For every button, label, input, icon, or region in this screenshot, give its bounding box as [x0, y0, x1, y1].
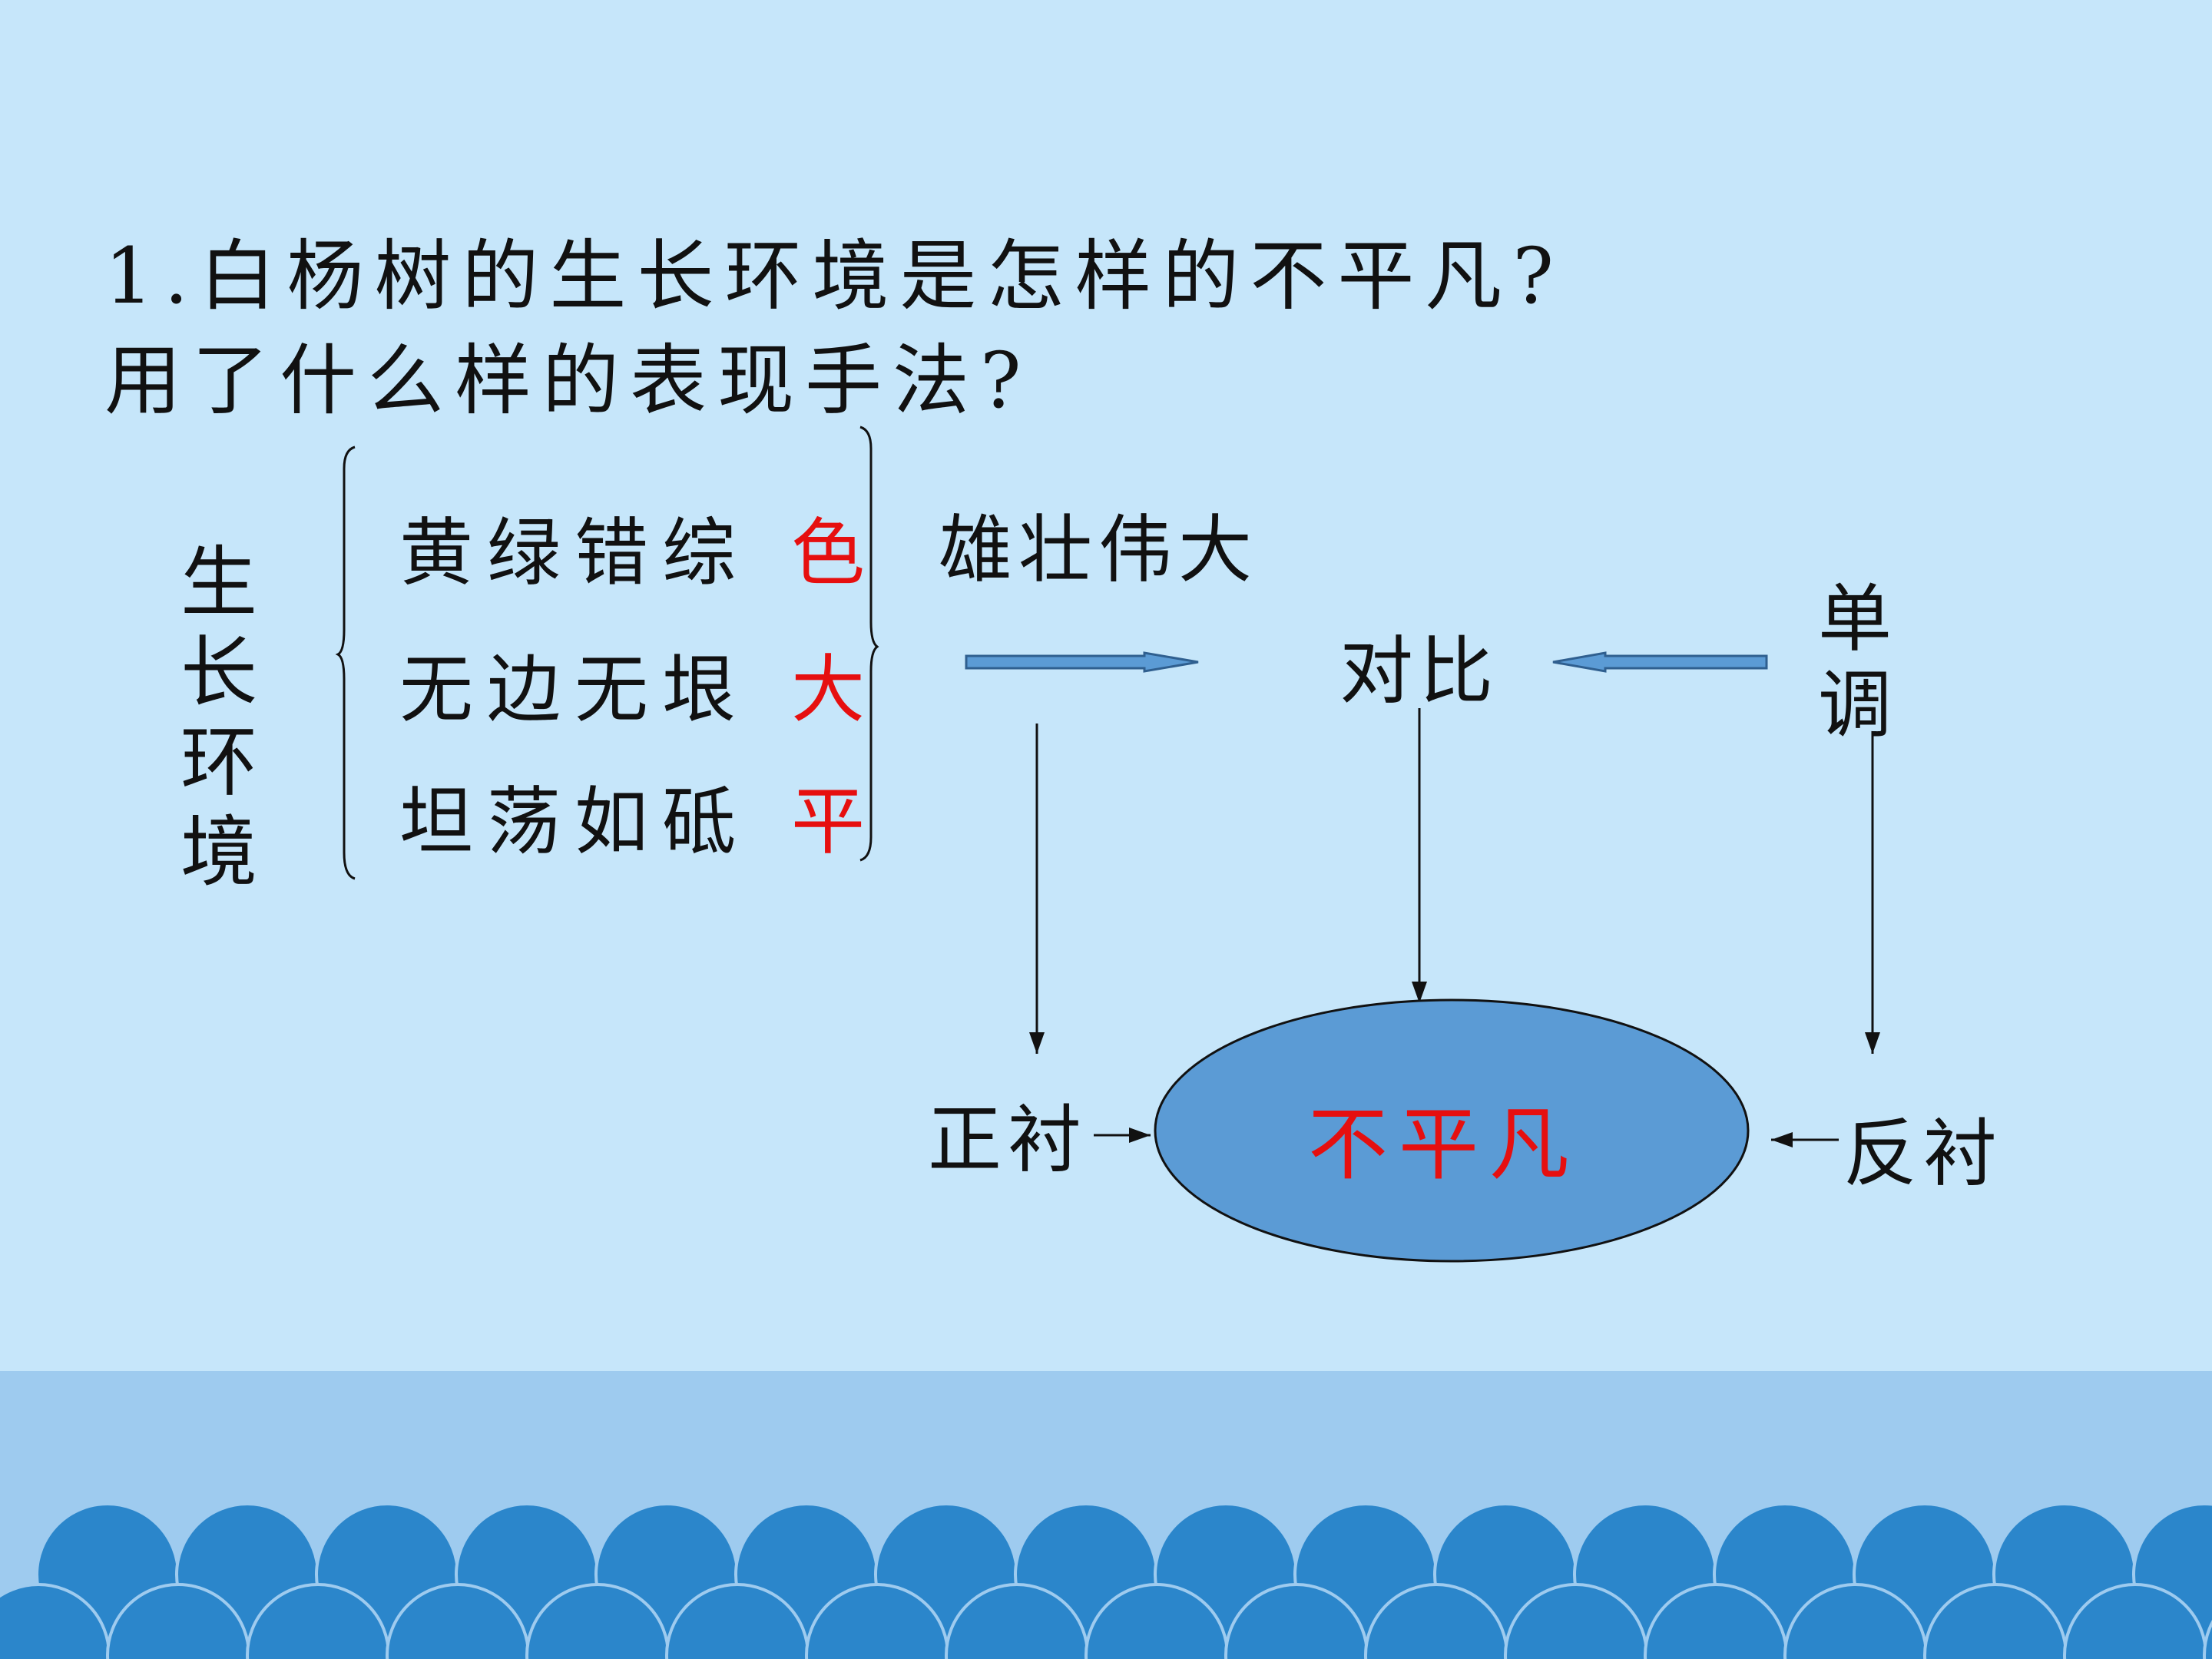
environment-summary: 雄壮伟大 [939, 507, 1258, 593]
monotony-label-char: 单 [1818, 576, 1892, 662]
center-ellipse [1154, 998, 1750, 1263]
block-arrow-left [1552, 651, 1768, 673]
environment-item-2: 无边无垠 [399, 647, 750, 733]
wave-decoration [0, 1502, 2212, 1659]
environment-key-2: 大 [791, 647, 865, 733]
negative-foil-label: 反衬 [1843, 1111, 2003, 1197]
contrast-label: 对比 [1339, 628, 1499, 714]
environment-label-char: 生 [180, 538, 257, 628]
environment-label-char: 环 [180, 717, 257, 807]
right-brace [859, 426, 879, 862]
question-line-1: 1.白杨树的生长环境是怎样的不平凡? [104, 231, 1565, 321]
environment-label: 生 长 环 境 [177, 538, 261, 897]
left-brace [335, 445, 356, 880]
environment-item-3: 坦荡如砥 [399, 779, 750, 865]
environment-key-1: 色 [791, 510, 865, 596]
wave-scallop [2203, 1620, 2212, 1659]
positive-foil-label: 正衬 [928, 1097, 1088, 1183]
environment-item-1: 黄绿错综 [399, 510, 750, 596]
environment-key-3: 平 [791, 779, 865, 865]
center-label: 不平凡 [1307, 1098, 1580, 1191]
environment-label-char: 长 [180, 628, 257, 717]
monotony-label-char: 调 [1818, 662, 1892, 748]
question-line-2: 用了什么样的表现手法? [104, 336, 1032, 426]
environment-label-char: 境 [180, 807, 257, 897]
block-arrow-right [965, 651, 1199, 673]
monotony-label: 单 调 [1813, 576, 1897, 748]
